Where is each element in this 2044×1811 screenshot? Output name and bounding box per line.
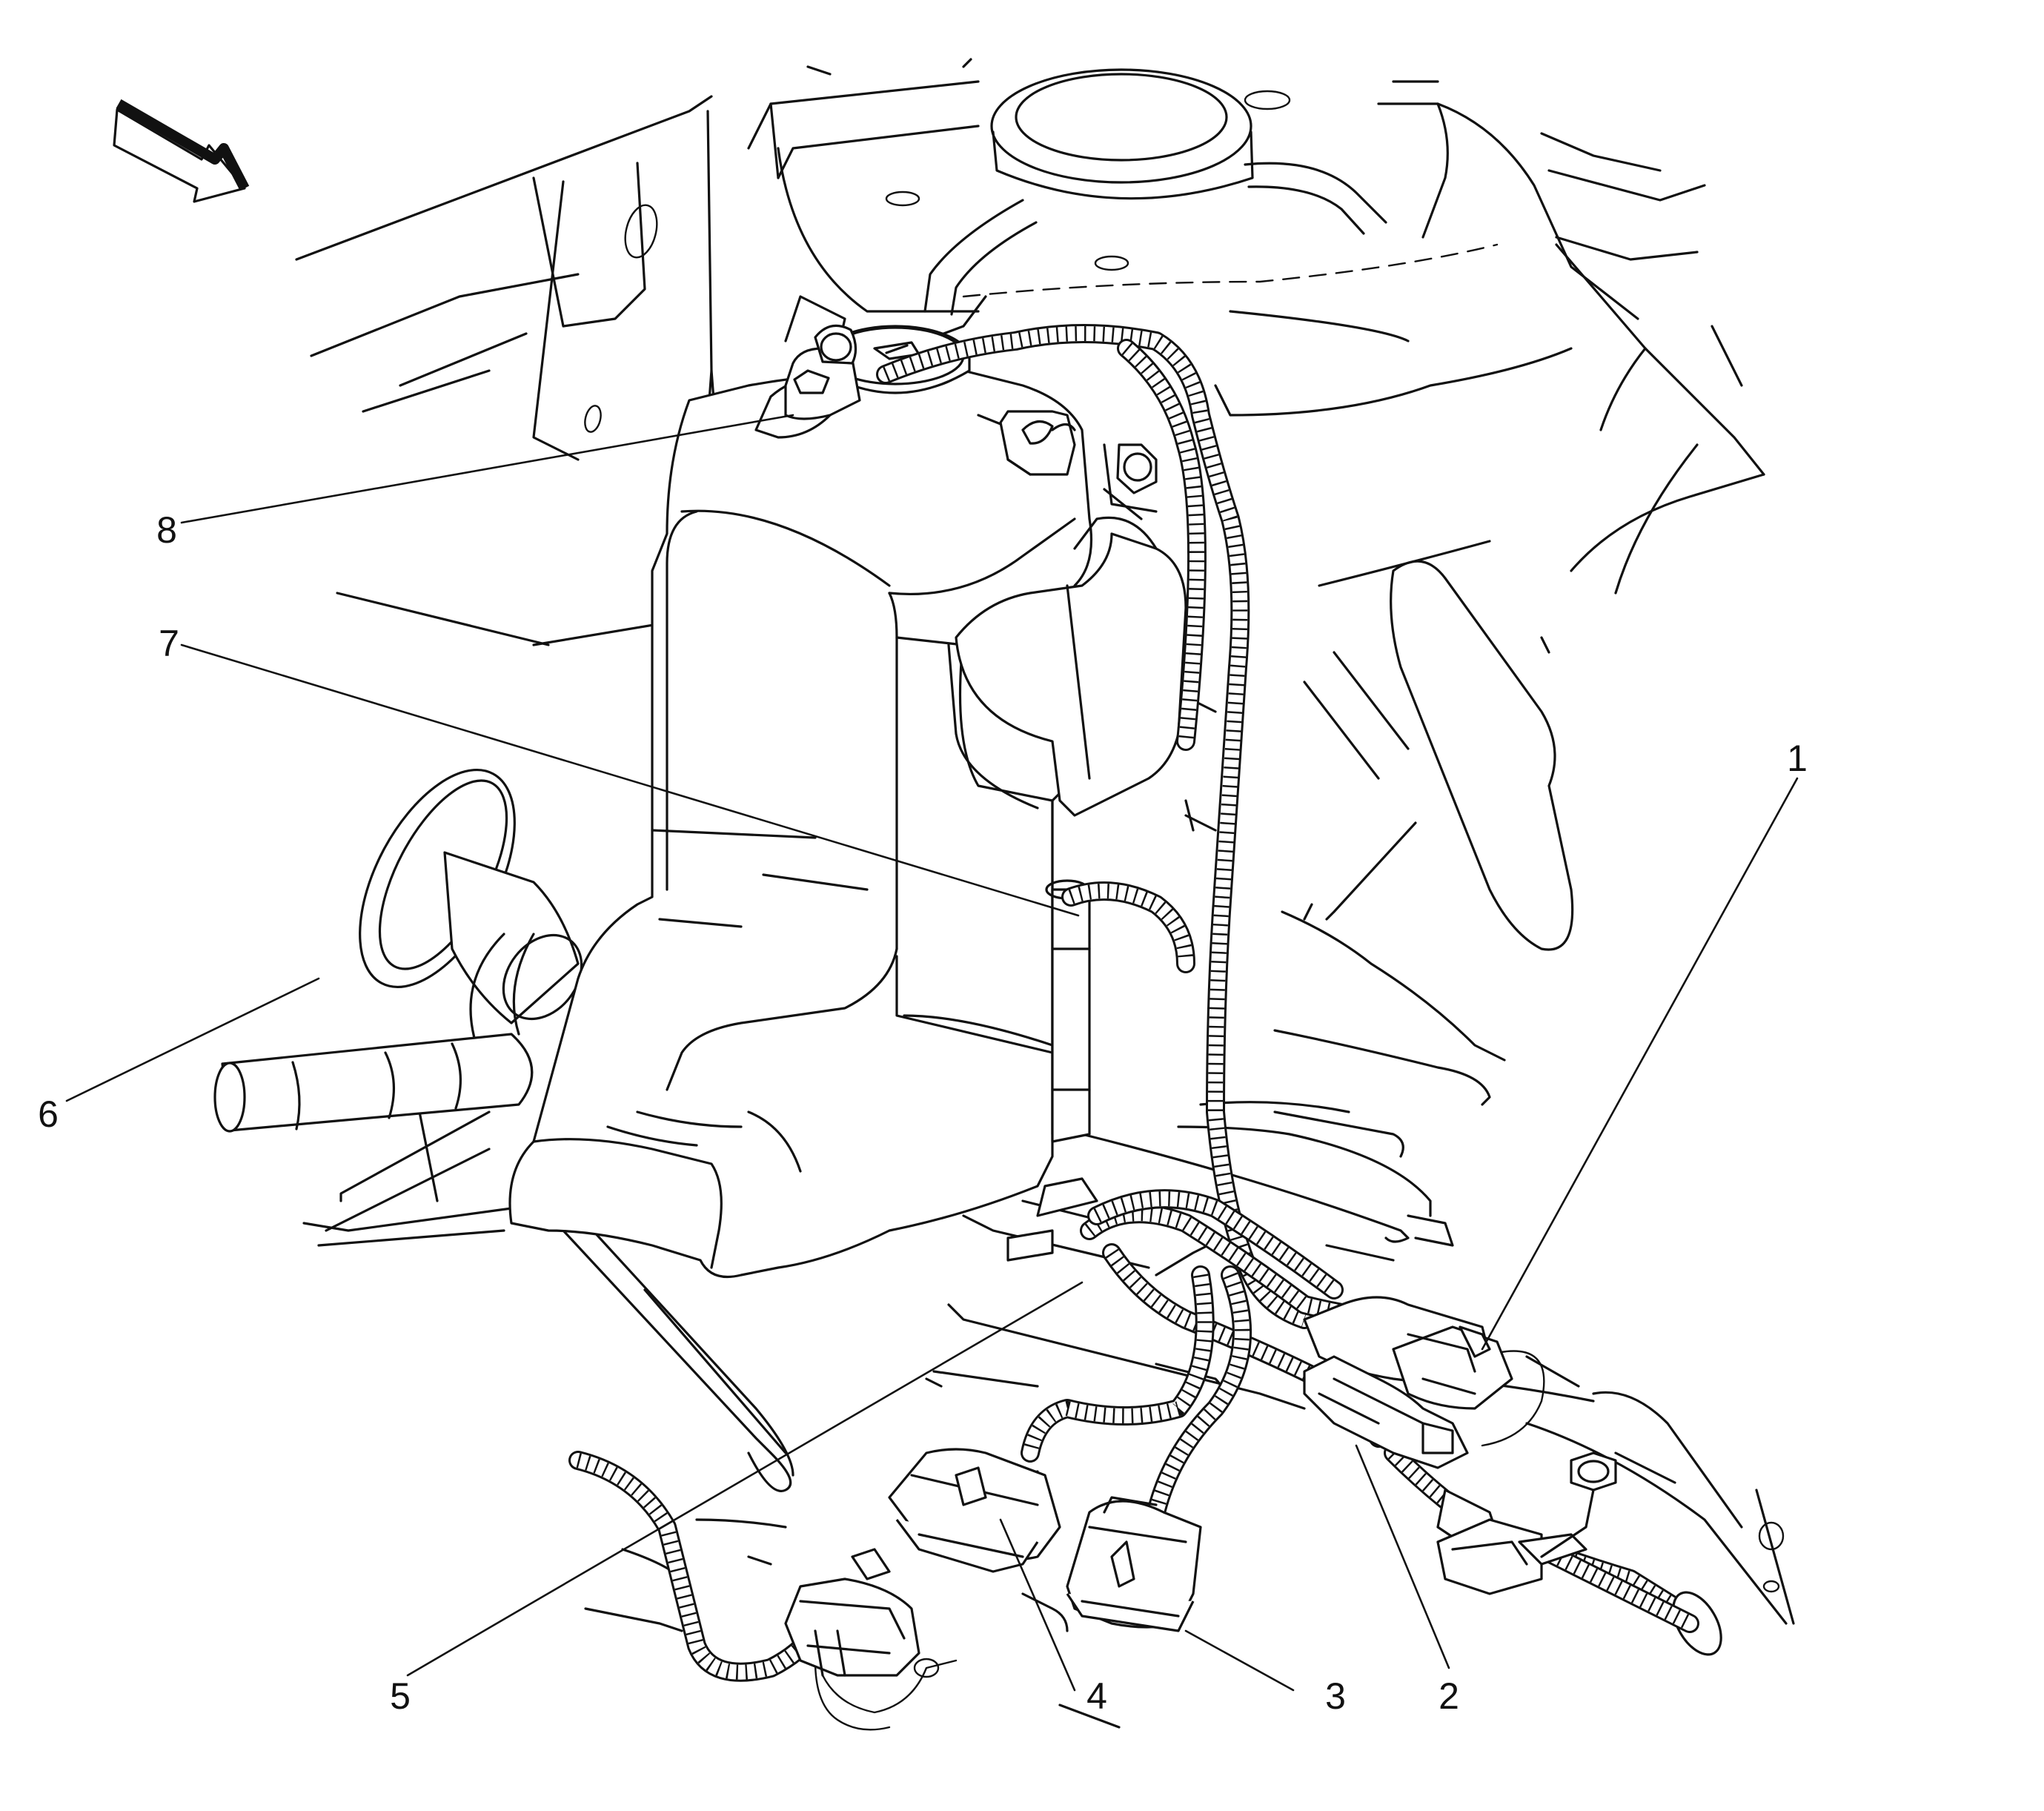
callout-6: 6 (38, 1093, 59, 1135)
callout-1: 1 (1787, 738, 1808, 779)
callout-4: 4 (1086, 1675, 1107, 1717)
washer-reservoir (508, 295, 1187, 1279)
connector-3 (1066, 1496, 1202, 1632)
callout-2: 2 (1439, 1675, 1459, 1717)
connector-4 (888, 1448, 1061, 1573)
grommet (359, 768, 583, 1024)
callout-leaders (65, 414, 1799, 1692)
callout-3: 3 (1325, 1675, 1346, 1717)
connector-5 (784, 1548, 920, 1677)
callout-8: 8 (156, 509, 177, 551)
ground-terminal (1436, 1451, 1617, 1595)
hose-left (213, 933, 535, 1133)
callout-5: 5 (390, 1675, 411, 1717)
callout-7: 7 (159, 623, 179, 664)
view-direction-arrow-icon (113, 99, 250, 203)
